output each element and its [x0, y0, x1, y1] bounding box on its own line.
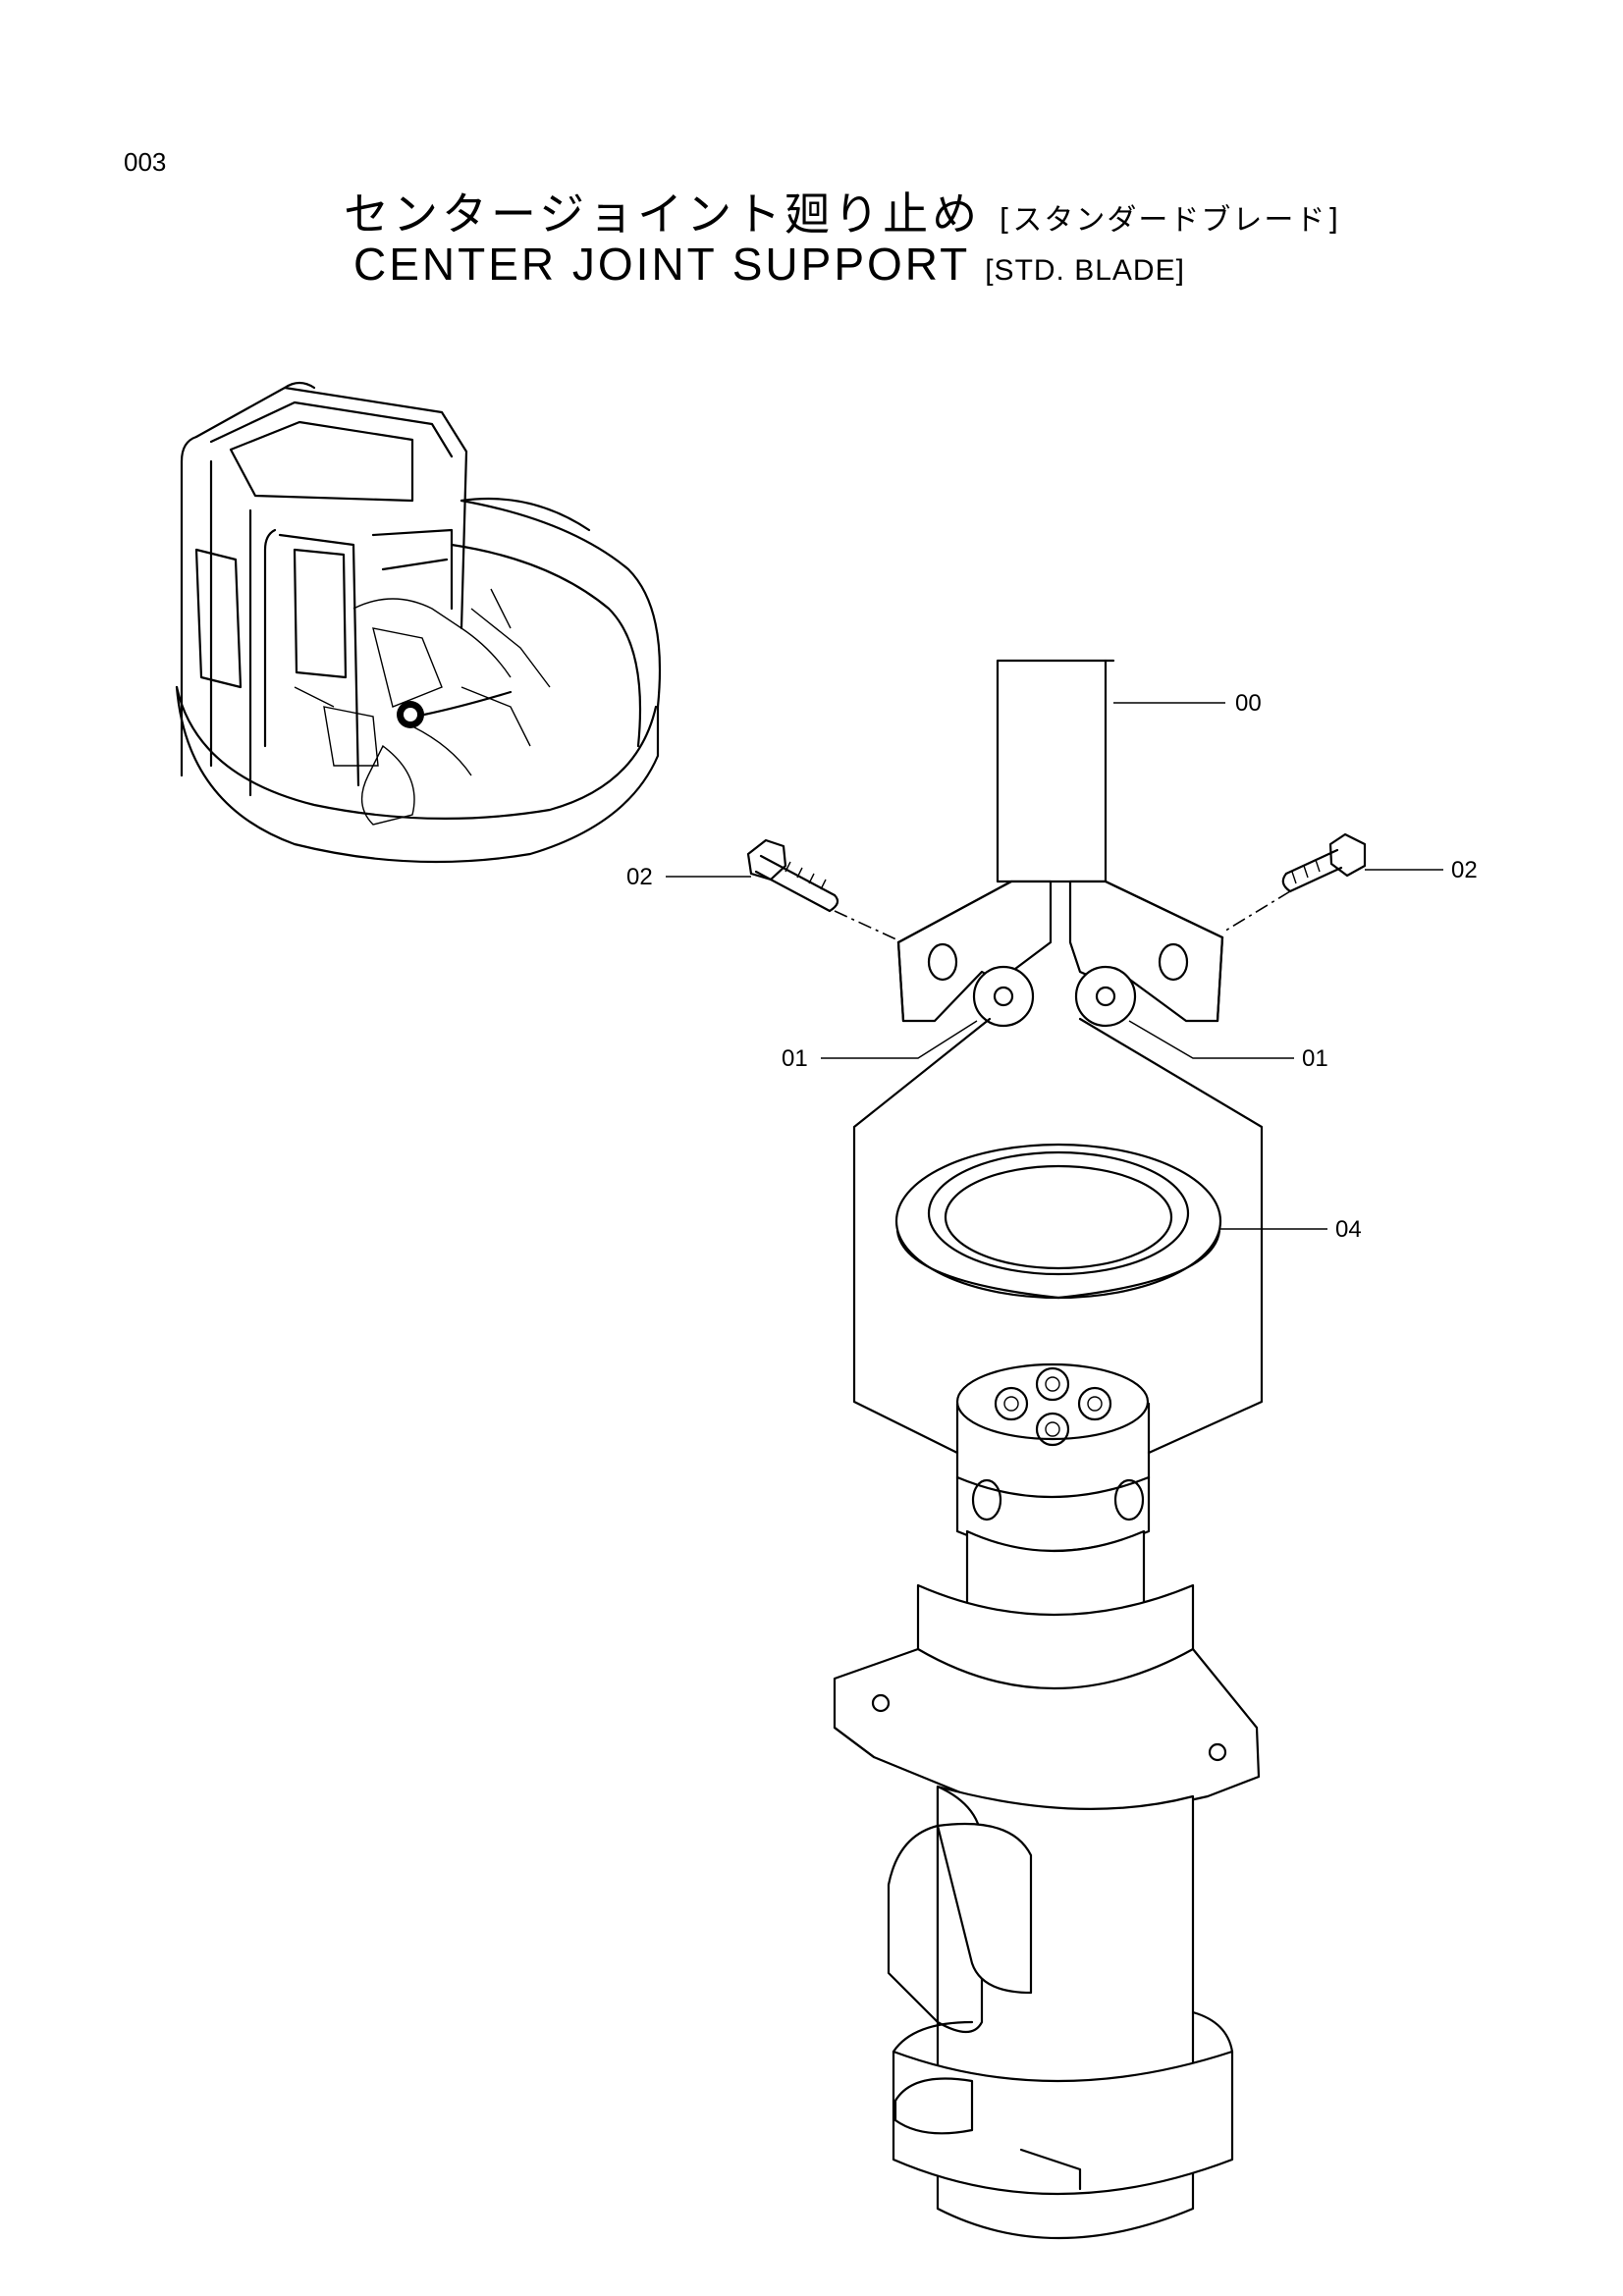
title-japanese-sub: [スタンダードブレード]	[999, 203, 1341, 238]
callout-01-right: 01	[1128, 1020, 1328, 1072]
callout-01-right-label: 01	[1302, 1045, 1328, 1072]
title-english-main: CENTER JOINT SUPPORT	[353, 239, 970, 290]
callout-01-left-label: 01	[782, 1045, 808, 1072]
page-code: 003	[124, 147, 167, 177]
exploded-view-lines	[834, 890, 1291, 1455]
callout-01-left: 01	[782, 1020, 978, 1072]
callout-00-label: 00	[1235, 690, 1262, 717]
excavator-overview-illustration	[175, 381, 662, 864]
part-02-bolt-left	[746, 838, 839, 913]
center-joint-body	[833, 1362, 1261, 2239]
title-japanese-main: センタージョイント廻り止め	[344, 187, 982, 240]
callout-04: 04	[1219, 1216, 1362, 1243]
callout-02-left: 02	[626, 864, 751, 890]
callout-02-right-label: 02	[1451, 857, 1478, 883]
title-english-sub: [STD. BLADE]	[985, 254, 1185, 287]
callout-02-left-label: 02	[626, 864, 653, 890]
callout-02-right: 02	[1365, 857, 1478, 883]
part-01-washer-right	[1074, 965, 1137, 1028]
title-english: CENTER JOINT SUPPORT [STD. BLADE]	[353, 238, 1185, 291]
part-04-seal-ring	[894, 1143, 1222, 1300]
callout-00: 00	[1113, 690, 1262, 717]
part-00-stay-bracket	[896, 659, 1224, 1023]
part-01-washer-left	[972, 965, 1035, 1028]
callout-04-label: 04	[1335, 1216, 1362, 1243]
title-japanese: センタージョイント廻り止め [スタンダードブレード]	[344, 179, 1340, 243]
part-02-bolt-right	[1281, 832, 1367, 893]
